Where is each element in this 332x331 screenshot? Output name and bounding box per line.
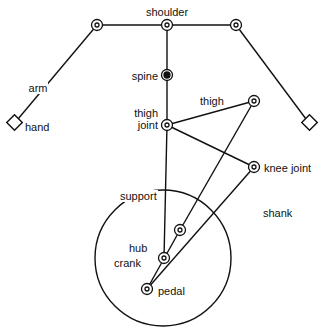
- part-label: spine: [131, 70, 159, 82]
- crank-link: [147, 230, 180, 289]
- support-link: [164, 125, 167, 258]
- thigh-link: [167, 125, 254, 167]
- part-label: thigh: [199, 95, 225, 107]
- part-label: shoulder: [145, 6, 189, 18]
- joint-symbol: [175, 225, 186, 236]
- part-label: arm: [28, 82, 49, 94]
- joint-symbol: [162, 120, 173, 131]
- arm-link: [236, 25, 306, 119]
- joint-symbol: [249, 162, 260, 173]
- part-label: support: [119, 190, 158, 202]
- joint-symbol: [142, 284, 153, 295]
- joint-symbol: [231, 20, 242, 31]
- part-label: hub: [128, 242, 148, 254]
- part-label: thigh joint: [121, 107, 159, 131]
- part-label: hand: [24, 121, 50, 133]
- joint-symbol: [249, 96, 260, 107]
- joint-symbol: [162, 20, 173, 31]
- joint-symbol: [159, 253, 170, 264]
- shank-link: [147, 167, 254, 289]
- shank-link: [180, 101, 254, 230]
- part-label: shank: [262, 207, 293, 219]
- part-label: knee joint: [263, 162, 312, 174]
- hand-symbol: [7, 115, 23, 131]
- part-label: crank: [113, 257, 142, 269]
- arm-link: [18, 25, 97, 119]
- joint-symbol: [92, 20, 103, 31]
- part-label: pedal: [157, 285, 186, 297]
- hand-symbol: [302, 115, 318, 131]
- spine-joint: [162, 70, 173, 81]
- wheel-circle: [95, 190, 231, 326]
